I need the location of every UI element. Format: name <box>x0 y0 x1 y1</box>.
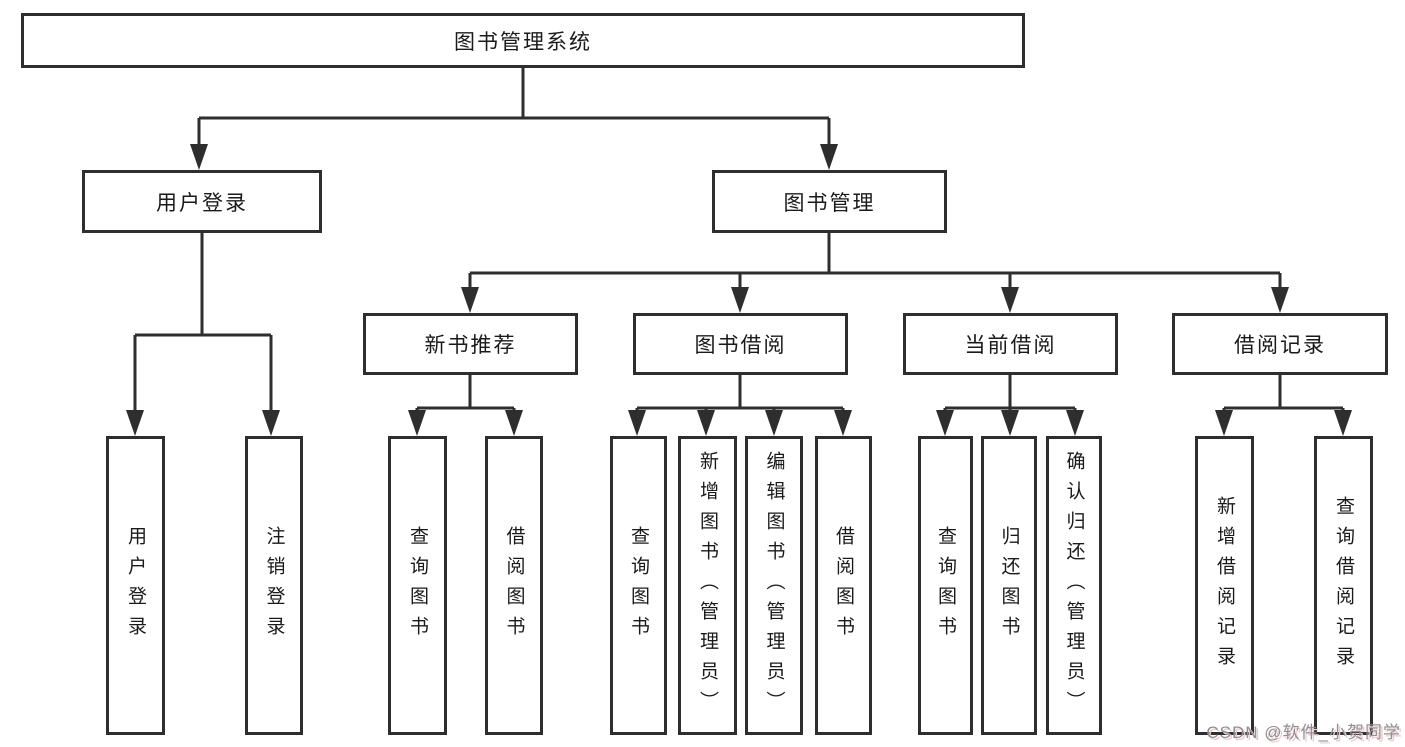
leaf-return-books: 归还图书 <box>981 436 1037 735</box>
node-user-login: 用户登录 <box>82 170 322 233</box>
node-label: 新增图书（管理员） <box>697 450 718 721</box>
node-label: 注销登录 <box>263 525 285 646</box>
leaf-borrow-books: 借阅图书 <box>815 436 872 735</box>
node-label: 归还图书 <box>998 525 1020 646</box>
node-label: 确认归还（管理员） <box>1063 450 1085 721</box>
node-label: 图书管理 <box>783 191 876 215</box>
node-label: 新书推荐 <box>424 334 517 357</box>
node-library-management-system: 图书管理系统 <box>21 13 1025 68</box>
leaf-confirm-return-admin: 确认归还（管理员） <box>1046 436 1102 735</box>
node-label: 编辑图书（管理员） <box>763 450 785 721</box>
node-label: 借阅图书 <box>503 525 525 646</box>
leaf-query-books-current: 查询图书 <box>918 436 973 735</box>
leaf-query-books-recommendation: 查询图书 <box>388 436 447 735</box>
node-label: 当前借阅 <box>964 334 1057 357</box>
node-label: 查询图书 <box>407 525 428 646</box>
node-book-borrowing: 图书借阅 <box>633 313 848 375</box>
leaf-query-books-borrowing: 查询图书 <box>610 436 667 735</box>
node-label: 用户登录 <box>125 525 146 646</box>
node-label: 图书借阅 <box>694 334 787 357</box>
leaf-add-borrow-record: 新增借阅记录 <box>1195 436 1254 735</box>
arrowheads <box>126 144 1352 436</box>
node-label: 借阅记录 <box>1234 334 1326 357</box>
node-borrowing-records: 借阅记录 <box>1172 313 1388 375</box>
node-new-book-recommendation: 新书推荐 <box>363 313 578 375</box>
node-label: 查询图书 <box>628 525 649 646</box>
node-label: 图书管理系统 <box>454 30 592 54</box>
leaf-user-login: 用户登录 <box>106 436 165 735</box>
node-label: 新增借阅记录 <box>1214 495 1235 676</box>
leaf-logout: 注销登录 <box>245 436 303 735</box>
node-book-management: 图书管理 <box>712 170 947 233</box>
csdn-watermark: CSDN @软件_小贺同学 <box>1206 723 1401 742</box>
node-label: 查询图书 <box>935 525 956 646</box>
leaf-add-books-admin: 新增图书（管理员） <box>678 436 737 735</box>
node-label: 用户登录 <box>156 191 248 215</box>
node-label: 借阅图书 <box>833 525 854 646</box>
leaf-borrow-books-recommendation: 借阅图书 <box>485 436 543 735</box>
node-current-borrowing: 当前借阅 <box>903 313 1118 375</box>
leaf-edit-books-admin: 编辑图书（管理员） <box>745 436 803 735</box>
leaf-query-borrow-record: 查询借阅记录 <box>1314 436 1373 735</box>
node-label: 查询借阅记录 <box>1333 495 1354 676</box>
